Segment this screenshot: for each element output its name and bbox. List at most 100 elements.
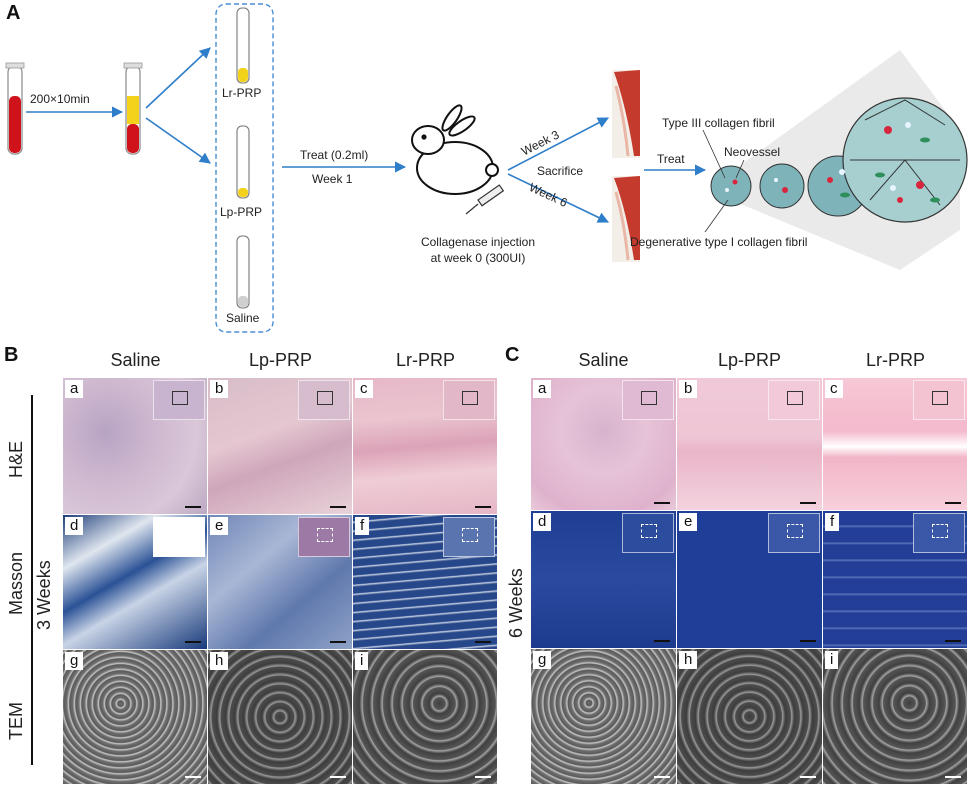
scale-bar (945, 776, 961, 778)
scale-bar (800, 502, 816, 504)
tile-letter: e (679, 513, 698, 531)
inset-overview (913, 513, 965, 553)
tile-letter: g (533, 651, 552, 669)
row-label-tem: TEM (6, 702, 26, 740)
tile-letter: h (210, 652, 229, 670)
whole-blood-tube (5, 62, 25, 155)
scale-bar (654, 640, 670, 642)
inset-overview (768, 513, 820, 553)
panel-c-col-saline: Saline (578, 350, 629, 370)
syringe-icon (465, 184, 505, 215)
treat-label: Treat (0.2ml) (300, 148, 369, 162)
tile-letter: b (679, 380, 698, 398)
panel-c-letter: C (505, 344, 520, 366)
panel-c-he-saline: a (531, 378, 676, 510)
type3-collagen-label: Type III collagen fibril (662, 116, 775, 130)
panel-b-time-label: 3 Weeks (34, 560, 54, 630)
panel-b-he-lr-prp: c (353, 378, 497, 514)
injection-label-2: at week 0 (300UI) (430, 251, 526, 265)
arrow-to-lr-prp (145, 47, 211, 109)
scale-bar (654, 502, 670, 504)
inset-overview (622, 513, 674, 553)
scale-bar (800, 640, 816, 642)
panel-a-letter: A (6, 2, 21, 24)
injection-label-1: Collagenase injection (420, 235, 536, 249)
week1-label: Week 1 (312, 172, 353, 186)
saline-label: Saline (226, 311, 260, 325)
panel-b-letter: B (4, 344, 19, 366)
week3-arrow (507, 117, 609, 171)
inset-overview (622, 380, 674, 420)
separated-tube (123, 62, 143, 155)
inset-overview (298, 517, 350, 557)
panel-b-he-lp-prp: b (208, 378, 352, 514)
row-label-he: H&E (6, 440, 26, 478)
inset-overview (443, 517, 495, 557)
lr-prp-label: Lr-PRP (222, 86, 262, 100)
panel-b-he-saline: a (63, 378, 207, 514)
tile-letter: b (210, 380, 229, 398)
tile-letter: a (65, 380, 84, 398)
inset-overview (153, 380, 205, 420)
inset-overview (153, 517, 205, 557)
neovessel-label: Neovessel (724, 145, 781, 159)
panel-c-time-label: 6 Weeks (506, 568, 526, 638)
inset-overview (298, 380, 350, 420)
tile-letter: d (533, 513, 552, 531)
row-label-masson: Masson (6, 551, 26, 615)
panel-b-masson-saline: d (63, 515, 207, 649)
scale-bar (945, 502, 961, 504)
tile-letter: d (65, 517, 84, 535)
tile-letter: i (825, 651, 839, 669)
week6-arrow (507, 173, 610, 223)
panel-c-masson-lp-prp: e (677, 511, 822, 648)
prp-group-box (215, 3, 274, 333)
panel-b-divider (31, 395, 33, 765)
tile-letter: g (65, 652, 84, 670)
scale-bar (800, 776, 816, 778)
arrow-to-lp-prp (145, 117, 211, 164)
tile-letter: a (533, 380, 552, 398)
panel-b-col-saline: Saline (110, 350, 161, 370)
panel-b-masson-lr-prp: f (353, 515, 497, 649)
saline-tube (236, 235, 250, 309)
tendon-structure-diagram (702, 50, 968, 270)
rabbit-illustration (411, 104, 499, 195)
panel-b-tem-saline: g (63, 650, 207, 784)
centrifuge-label: 200×10min (30, 92, 90, 106)
degenerative-collagen-label: Degenerative type I collagen fibril (630, 235, 808, 249)
panel-b-col-lr-prp: Lr-PRP (395, 350, 455, 370)
lp-prp-label: Lp-PRP (220, 205, 263, 219)
panel-c-tem-lr-prp: i (823, 649, 967, 784)
tile-letter: c (825, 380, 843, 398)
tile-letter: f (355, 517, 370, 535)
scale-bar (654, 776, 670, 778)
panel-b-masson-lp-prp: e (208, 515, 352, 649)
tendon-week6-image (612, 176, 640, 262)
tile-letter: c (355, 380, 373, 398)
inset-overview (443, 380, 495, 420)
tile-letter: i (355, 652, 369, 670)
sacrifice-label: Sacrifice (537, 164, 584, 178)
panel-a-schematic (5, 3, 968, 333)
panel-c-tem-saline: g (531, 649, 676, 784)
tile-letter: h (679, 651, 698, 669)
panel-c-masson-lr-prp: f (823, 511, 967, 648)
panel-c-col-lp-prp: Lp-PRP (717, 350, 782, 370)
inset-overview (768, 380, 820, 420)
panel-c-he-lp-prp: b (677, 378, 822, 510)
scale-bar (330, 776, 346, 778)
panel-b-tem-lp-prp: h (208, 650, 352, 784)
scale-bar (185, 776, 201, 778)
scale-bar (475, 776, 491, 778)
inset-overview (913, 380, 965, 420)
scale-bar (475, 641, 491, 643)
panel-b-tem-lr-prp: i (353, 650, 497, 784)
panel-c-tem-lp-prp: h (677, 649, 822, 784)
treat2-label: Treat (657, 152, 685, 166)
panel-c-he-lr-prp: c (823, 378, 967, 510)
lp-prp-tube (236, 125, 250, 199)
scale-bar (185, 641, 201, 643)
scale-bar (945, 640, 961, 642)
panel-c-masson-saline: d (531, 511, 676, 648)
